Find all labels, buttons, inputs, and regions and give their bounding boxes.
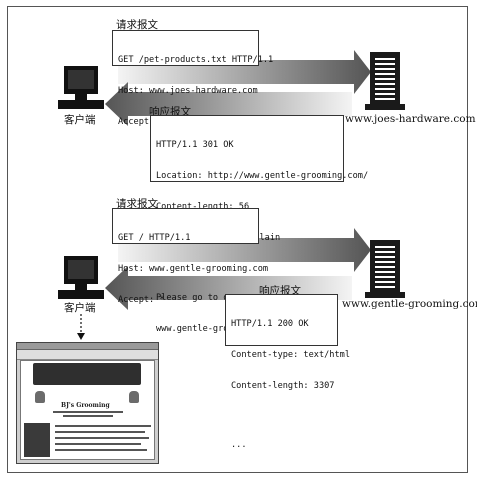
- message-gap: [231, 412, 332, 419]
- text-line: [55, 449, 147, 451]
- server-name-label: www.joes-hardware.com: [345, 113, 476, 125]
- text-line: [63, 415, 113, 417]
- text-line: [55, 425, 151, 427]
- message-line: ...: [231, 440, 247, 451]
- client-label: 客户端: [64, 302, 96, 314]
- message-line: HTTP/1.1 200 OK: [231, 318, 309, 329]
- text-line: [55, 437, 149, 439]
- request-message-label: 请求报文: [116, 19, 158, 31]
- text-line: [53, 411, 123, 413]
- message-line: Location: http://www.gentle-grooming.com…: [156, 171, 369, 182]
- display-arrow: [77, 314, 85, 340]
- message-line: HTTP/1.1 301 OK: [156, 139, 234, 150]
- response-message-box: HTTP/1.1 301 OK Location: http://www.gen…: [150, 115, 369, 334]
- client-computer-icon: [58, 256, 104, 299]
- text-line: [55, 443, 141, 445]
- response-message-box: HTTP/1.1 200 OK Content-type: text/html …: [225, 294, 350, 450]
- message-line: GET / HTTP/1.1: [118, 232, 191, 243]
- message-line: Host: www.joes-hardware.com: [118, 86, 258, 97]
- client-computer-icon: [58, 66, 104, 109]
- message-line: GET /pet-products.txt HTTP/1.1: [118, 54, 274, 65]
- server-name-label: www.gentle-grooming.com: [342, 298, 477, 310]
- message-line: Content-length: 56: [156, 202, 338, 212]
- message-line: Accept: *: [118, 295, 165, 306]
- message-line: Content-length: 3307: [231, 381, 335, 392]
- message-line: www.gentle-grooming.com: [156, 323, 275, 334]
- browser-titlebar: [17, 343, 158, 350]
- rendered-page: BJ's Grooming: [20, 360, 155, 460]
- flower-banner-image: [33, 363, 141, 385]
- server-icon: [365, 52, 405, 110]
- photo-image: [24, 423, 50, 457]
- server-icon: [365, 240, 405, 298]
- request-message-box: GET / HTTP/1.1 Host: www.gentle-grooming…: [112, 208, 268, 305]
- client-label: 客户端: [64, 114, 96, 126]
- request-message-label: 请求报文: [116, 198, 158, 210]
- browser-window: BJ's Grooming: [16, 342, 159, 464]
- text-line: [55, 431, 145, 433]
- cat-image: [35, 391, 45, 403]
- message-line: Host: www.gentle-grooming.com: [118, 264, 269, 275]
- page-title: BJ's Grooming: [61, 402, 110, 409]
- message-line: Content-type: text/html: [231, 350, 350, 361]
- request-message-box: GET /pet-products.txt HTTP/1.1 Host: www…: [112, 30, 274, 127]
- browser-toolbar: [17, 350, 158, 360]
- cat-image: [129, 391, 139, 403]
